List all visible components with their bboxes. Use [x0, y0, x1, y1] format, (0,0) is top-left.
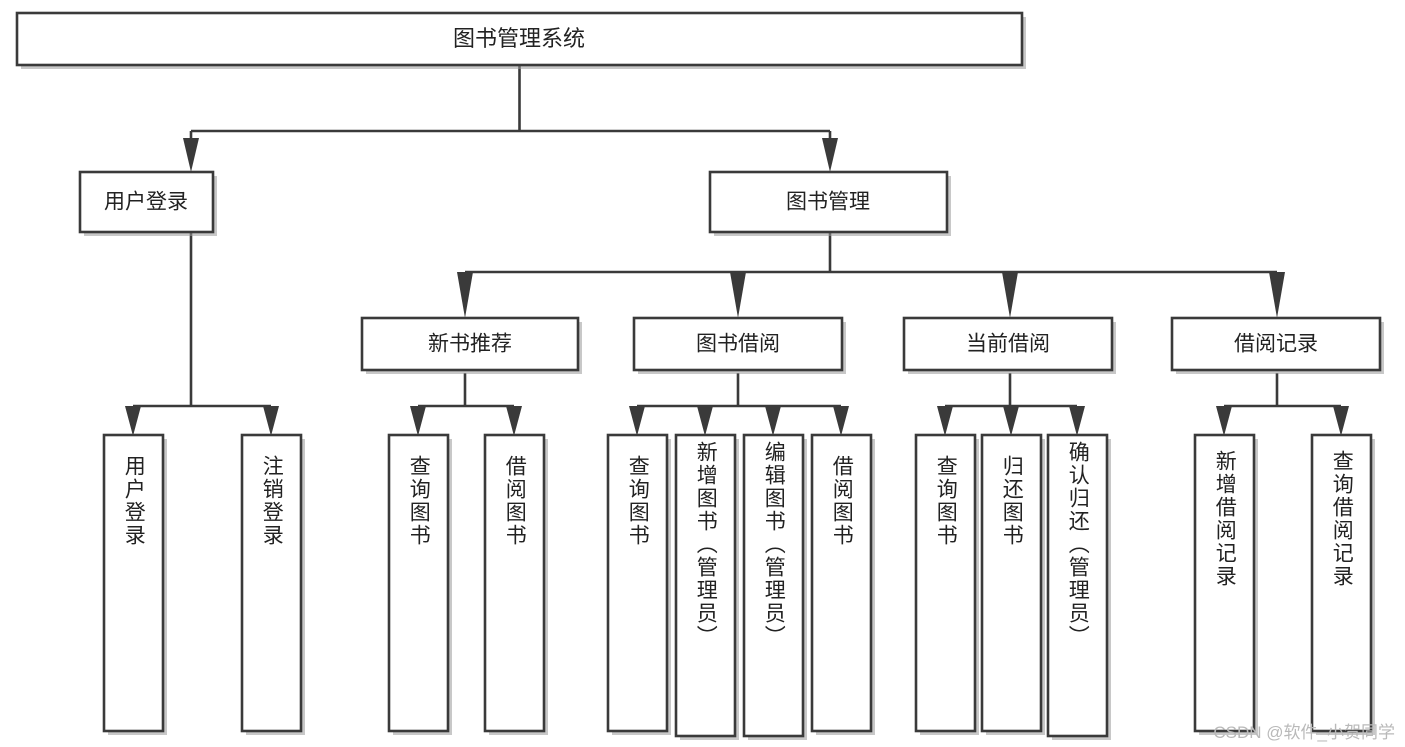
- user-login-label: 用户登录: [104, 191, 188, 214]
- leaf-book-borrow-1[interactable]: [606, 433, 671, 735]
- leaf-box: [674, 433, 737, 738]
- leaf-current-borrow-2[interactable]: [980, 433, 1045, 735]
- leaf-box: [387, 433, 450, 733]
- arrow-to-book-manage: [822, 138, 838, 172]
- arrow-to-user-login: [183, 138, 199, 172]
- arrow-borrowrecord-leaf-1: [1216, 406, 1232, 436]
- leaf-current-borrow-1[interactable]: [914, 433, 979, 735]
- arrow-bookborrow-leaf-3: [765, 406, 781, 436]
- leaf-book-borrow-2[interactable]: [674, 433, 739, 740]
- current-borrow-box: [902, 316, 1114, 372]
- leaf-book-borrow-4[interactable]: [810, 433, 875, 735]
- leaf-box: [742, 433, 805, 738]
- node-current-borrow[interactable]: 当前借阅: [902, 316, 1116, 374]
- book-borrow-label: 图书借阅: [696, 333, 780, 356]
- node-borrow-record[interactable]: 借阅记录: [1170, 316, 1384, 374]
- root-box: [15, 11, 1024, 67]
- leaf-user-login-2[interactable]: [240, 433, 305, 735]
- leaf-box: [483, 433, 546, 733]
- book-manage-box: [708, 170, 949, 234]
- root-label: 图书管理系统: [453, 26, 585, 51]
- arrow-currentborrow-leaf-1: [937, 406, 953, 436]
- leaf-current-borrow-3[interactable]: [1046, 433, 1111, 740]
- connector-layer: [125, 65, 1349, 436]
- book-borrow-box: [632, 316, 844, 372]
- leaf-box: [240, 433, 303, 733]
- leaf-borrow-record-2[interactable]: [1310, 433, 1375, 735]
- leaf-book-borrow-3[interactable]: [742, 433, 807, 740]
- borrow-record-box: [1170, 316, 1382, 372]
- leaf-new-book-1[interactable]: [387, 433, 452, 735]
- arrow-newbook-leaf-2: [506, 406, 522, 436]
- leaf-box: [102, 433, 165, 733]
- leaf-new-book-2[interactable]: [483, 433, 548, 735]
- leaf-box: [606, 433, 669, 733]
- arrow-bookborrow-leaf-2: [697, 406, 713, 436]
- node-book-borrow[interactable]: 图书借阅: [632, 316, 846, 374]
- leaf-box: [980, 433, 1043, 733]
- arrow-bookborrow-leaf-1: [629, 406, 645, 436]
- current-borrow-label: 当前借阅: [966, 333, 1050, 356]
- new-book-box: [360, 316, 580, 372]
- leaf-box: [1193, 433, 1256, 733]
- user-login-box: [78, 170, 215, 234]
- leaf-box: [1310, 433, 1373, 733]
- arrow-bookborrow-leaf-4: [833, 406, 849, 436]
- book-manage-label: 图书管理: [786, 191, 870, 214]
- node-new-book-recommend[interactable]: 新书推荐: [360, 316, 582, 374]
- leaf-box: [810, 433, 873, 733]
- borrow-record-label: 借阅记录: [1234, 333, 1318, 356]
- arrow-userlogin-leaf-2: [263, 406, 279, 436]
- node-book-manage[interactable]: 图书管理: [708, 170, 951, 236]
- arrow-userlogin-leaf-1: [125, 406, 141, 436]
- arrow-newbook-leaf-1: [410, 406, 426, 436]
- leaf-user-login-1[interactable]: [102, 433, 167, 735]
- arrow-to-borrow-record: [1269, 272, 1285, 318]
- arrow-to-book-borrow: [730, 272, 746, 318]
- leaf-box: [914, 433, 977, 733]
- leaf-borrow-record-1[interactable]: [1193, 433, 1258, 735]
- arrow-currentborrow-leaf-3: [1069, 406, 1085, 436]
- arrow-borrowrecord-leaf-2: [1333, 406, 1349, 436]
- arrow-to-current-borrow: [1002, 272, 1018, 318]
- leaf-box: [1046, 433, 1109, 738]
- arrow-currentborrow-leaf-2: [1003, 406, 1019, 436]
- node-root[interactable]: 图书管理系统: [15, 11, 1026, 69]
- node-user-login[interactable]: 用户登录: [78, 170, 217, 236]
- new-book-label: 新书推荐: [428, 333, 512, 356]
- arrow-to-new-book: [457, 272, 473, 318]
